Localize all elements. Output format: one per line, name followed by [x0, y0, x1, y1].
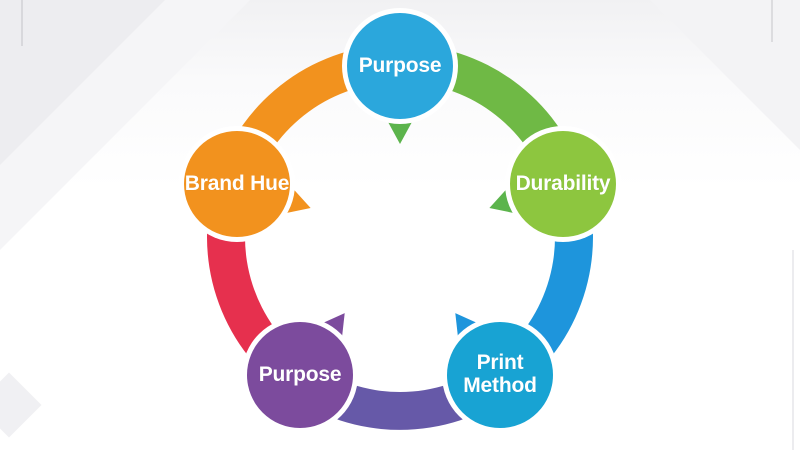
node-circle-durability	[510, 131, 616, 237]
node-label-brand-hue: Brand Hue	[184, 171, 290, 195]
node-circle-brand-hue	[184, 131, 290, 237]
node-circle-purpose-top	[347, 13, 453, 119]
node-label-purpose-top: Purpose	[358, 53, 442, 77]
arrowhead-at-purpose-top	[387, 121, 413, 144]
arrowhead-at-print-method	[455, 313, 479, 339]
node-label-print-method: Print Method	[463, 351, 537, 397]
node-label-durability: Durability	[515, 171, 611, 195]
node-label-purpose-bottom: Purpose	[258, 362, 342, 386]
node-circle-purpose-bottom	[247, 322, 353, 428]
node-circle-print-method	[447, 322, 553, 428]
arrowhead-at-purpose-bottom	[321, 313, 345, 339]
